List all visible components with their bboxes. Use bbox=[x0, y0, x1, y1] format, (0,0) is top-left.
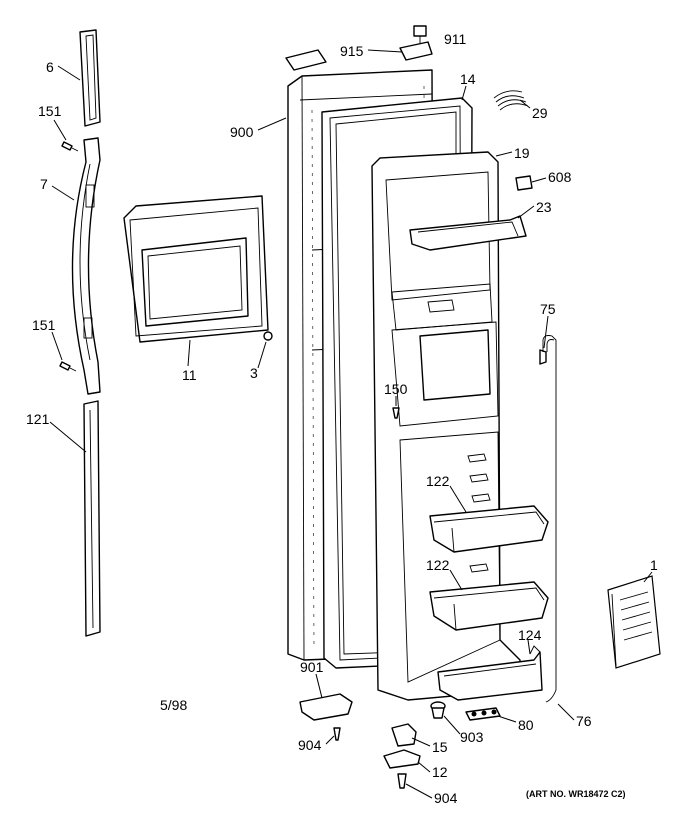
part-151-screw-lower bbox=[59, 361, 77, 372]
part-122-door-bin-lower bbox=[429, 581, 549, 631]
part-7-door-handle bbox=[71, 137, 101, 395]
date-code: 5/98 bbox=[160, 697, 187, 713]
callout-151-upper: 151 bbox=[38, 103, 62, 119]
callout-608: 608 bbox=[548, 169, 572, 185]
callout-labels: 6 151 7 151 121 11 3 900 915 911 14 29 1… bbox=[26, 31, 658, 806]
part-15-hinge bbox=[391, 723, 417, 747]
callout-15: 15 bbox=[432, 739, 448, 755]
part-903-hinge-pin bbox=[430, 701, 446, 719]
part-904-screw-bottom bbox=[397, 773, 407, 789]
callout-11: 11 bbox=[182, 367, 197, 383]
callout-75: 75 bbox=[540, 301, 556, 317]
callout-29: 29 bbox=[532, 105, 548, 121]
part-29-wire-harness bbox=[493, 90, 529, 111]
callout-904-bottom: 904 bbox=[434, 790, 458, 806]
callout-1: 1 bbox=[650, 557, 658, 573]
callout-911: 911 bbox=[444, 31, 467, 47]
part-124-bottom-bin bbox=[437, 645, 543, 701]
callout-3: 3 bbox=[250, 365, 258, 381]
callout-121: 121 bbox=[26, 411, 50, 427]
part-6-handle-cap bbox=[79, 29, 101, 127]
callout-122-upper: 122 bbox=[426, 473, 450, 489]
part-608-switch bbox=[515, 175, 533, 191]
part-121-trim-strip bbox=[83, 400, 101, 637]
callout-124: 124 bbox=[518, 627, 542, 643]
callout-80: 80 bbox=[518, 717, 534, 733]
callout-903: 903 bbox=[460, 729, 484, 745]
part-12-bottom-hinge bbox=[383, 749, 421, 769]
part-122-door-bin-upper bbox=[429, 505, 549, 553]
part-23-shelf-bin bbox=[409, 215, 527, 251]
callout-900: 900 bbox=[230, 124, 254, 140]
callout-915: 915 bbox=[340, 43, 364, 59]
part-904-screw-left bbox=[333, 727, 341, 741]
callout-150: 150 bbox=[384, 381, 408, 397]
callout-19: 19 bbox=[514, 145, 530, 161]
callout-901: 901 bbox=[300, 659, 324, 675]
part-1-owners-manual bbox=[607, 575, 661, 669]
callout-7: 7 bbox=[40, 176, 48, 192]
part-80-connector bbox=[465, 707, 501, 721]
part-150-screw bbox=[392, 407, 400, 419]
callout-904-left: 904 bbox=[298, 737, 322, 753]
part-911-cap bbox=[399, 25, 433, 61]
callout-14: 14 bbox=[460, 71, 476, 87]
part-19-door-liner bbox=[371, 151, 521, 701]
callout-6: 6 bbox=[46, 59, 54, 75]
part-11-dispenser-frame bbox=[123, 195, 269, 343]
callout-23: 23 bbox=[536, 199, 552, 215]
art-number: (ART NO. WR18472 C2) bbox=[526, 789, 626, 799]
callout-122-lower: 122 bbox=[426, 557, 450, 573]
leader-lines bbox=[49, 49, 653, 799]
part-901-bracket bbox=[299, 693, 353, 721]
part-75-heater-wire bbox=[539, 335, 557, 703]
part-915-cover bbox=[285, 49, 327, 71]
callout-151-lower: 151 bbox=[32, 317, 56, 333]
part-151-screw-upper bbox=[61, 141, 79, 152]
callout-12: 12 bbox=[432, 764, 448, 780]
part-3-fastener bbox=[263, 331, 273, 341]
callout-76: 76 bbox=[576, 713, 592, 729]
